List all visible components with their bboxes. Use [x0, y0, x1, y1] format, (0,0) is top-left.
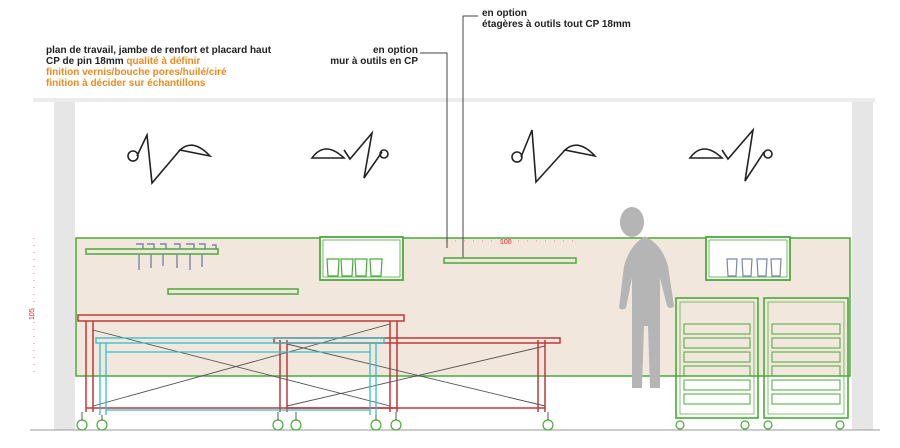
drawer-unit-right — [763, 297, 849, 419]
wall-note: en option mur à outils en CP — [330, 45, 418, 67]
upper-cabinet-right — [705, 236, 791, 281]
left-column — [54, 100, 75, 430]
main-note: plan de travail, jambe de renfort et pla… — [46, 45, 271, 89]
drawer-unit-left — [675, 297, 759, 419]
ceiling-band — [33, 98, 875, 102]
person-silhouette-icon — [619, 207, 674, 388]
wall-note-leader — [420, 52, 448, 248]
wall-note-line1: en option — [373, 45, 418, 56]
width-dim-label: 100 — [500, 239, 512, 246]
shelf-note-line2: étagères à outils tout CP 18mm — [482, 19, 631, 30]
right-column — [852, 100, 873, 430]
wall-note-line2: mur à outils en CP — [330, 56, 418, 67]
optional-tool-shelf — [443, 257, 577, 264]
tool-rack — [85, 243, 219, 270]
workbench-cyan — [95, 337, 385, 415]
main-note-line4: finition à décider sur échantillons — [46, 78, 206, 89]
wall-lamp-icon — [310, 130, 389, 179]
upper-cabinet-left — [319, 236, 404, 281]
main-note-line3: finition vernis/bouche pores/huilé/ciré — [46, 67, 227, 78]
wall-lamp-icon — [127, 132, 213, 185]
lower-shelf — [167, 288, 299, 295]
shelf-note: en option étagères à outils tout CP 18mm — [482, 8, 631, 30]
wall-lamp-icon — [688, 127, 773, 182]
main-note-line1: plan de travail, jambe de renfort et pla… — [46, 45, 272, 56]
shelf-note-line1: en option — [482, 8, 527, 19]
caster-wheel-icon — [76, 419, 845, 431]
main-note-line2: CP de pin 18mm qualité à définir — [46, 56, 201, 67]
shelf-note-leader — [462, 15, 478, 258]
height-dim-label: 105 — [29, 308, 36, 320]
wall-lamp-icon — [511, 129, 598, 184]
caster-stems — [81, 412, 549, 420]
